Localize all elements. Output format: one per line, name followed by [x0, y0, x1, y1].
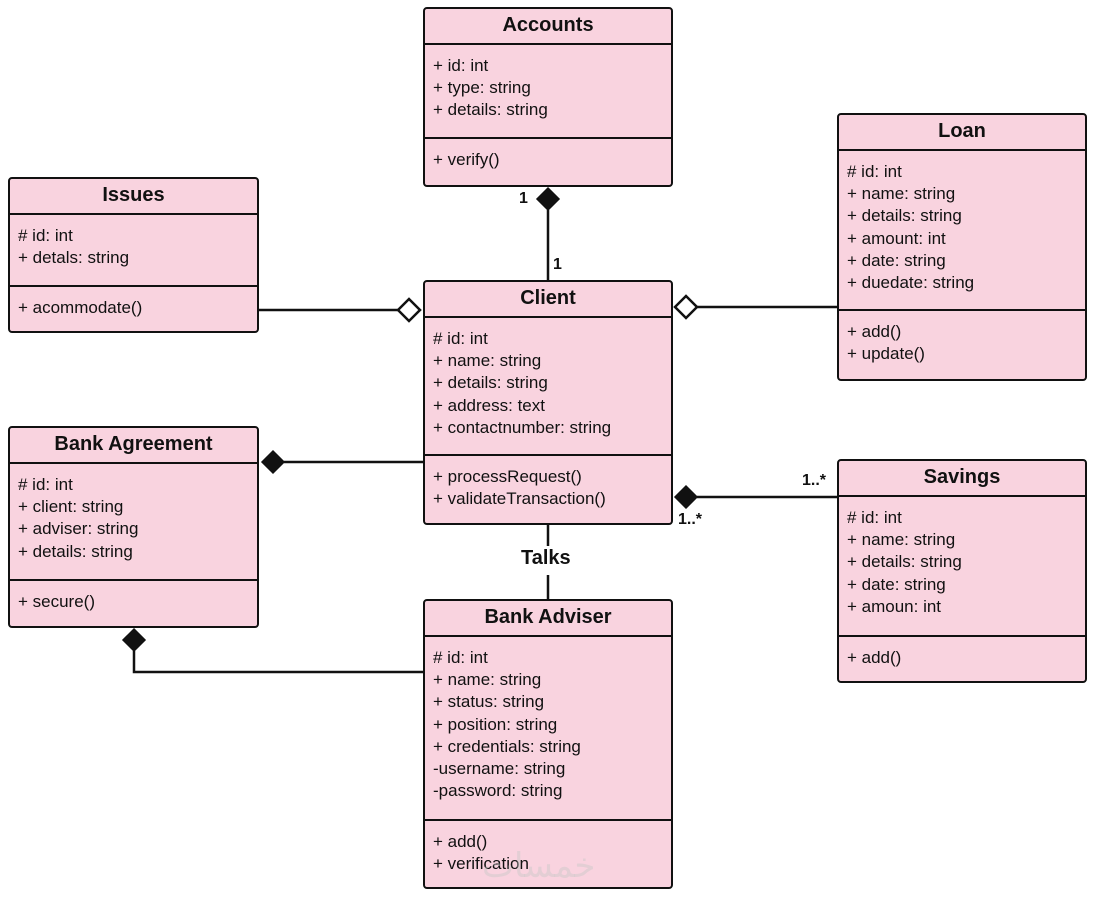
class-name: Issues — [10, 179, 257, 215]
attribute: + type: string — [433, 78, 531, 98]
class-name: Accounts — [425, 9, 671, 45]
attributes: # id: int + name: string + details: stri… — [425, 318, 671, 456]
operation: + add() — [847, 322, 902, 341]
operation: + add() — [847, 648, 902, 667]
adviser-agreement-composition-diamond — [121, 627, 147, 653]
association-label-talks: Talks — [521, 547, 571, 569]
attributes: # id: int + name: string + details: stri… — [839, 497, 1085, 637]
class-name: Savings — [839, 461, 1085, 497]
operations: + secure() — [10, 581, 257, 619]
attribute: + date: string — [847, 574, 946, 594]
class-name: Bank Agreement — [10, 428, 257, 464]
agreement-composition-diamond — [260, 449, 286, 475]
attribute: # id: int — [18, 226, 73, 245]
attribute: + date: string — [847, 250, 946, 270]
attributes: # id: int + client: string + adviser: st… — [10, 464, 257, 581]
accounts-composition-diamond — [535, 186, 561, 212]
attribute: + name: string — [847, 184, 956, 204]
class-bank-agreement: Bank Agreement # id: int + client: strin… — [8, 426, 259, 628]
attribute: # id: int — [18, 475, 73, 494]
operations: + acommodate() — [10, 287, 257, 325]
class-issues: Issues # id: int + detals: string + acom… — [8, 177, 259, 333]
attribute: + details: string — [847, 206, 962, 226]
watermark-logo: خمسات — [482, 846, 596, 886]
attribute: + details: string — [433, 373, 548, 393]
class-name: Client — [425, 282, 671, 318]
operations: + processRequest() + validateTransaction… — [425, 456, 671, 516]
multiplicity-accounts: 1 — [519, 190, 528, 207]
attribute: + client: string — [18, 497, 124, 517]
attribute: + details: string — [847, 552, 962, 572]
adviser-agreement-link — [132, 651, 423, 674]
attribute: + adviser: string — [18, 519, 139, 539]
attributes: # id: int + detals: string — [10, 215, 257, 287]
attribute: + details: string — [433, 100, 548, 120]
attribute: + duedate: string — [847, 273, 975, 293]
multiplicity-client-savings: 1..* — [678, 511, 703, 528]
attributes: # id: int + name: string + status: strin… — [425, 637, 671, 821]
attribute: + credentials: string — [433, 736, 581, 756]
class-loan: Loan # id: int + name: string + details:… — [837, 113, 1087, 381]
attribute: + position: string — [433, 714, 558, 734]
multiplicity-savings: 1..* — [802, 472, 827, 489]
attribute: + address: text — [433, 395, 545, 415]
class-client: Client # id: int + name: string + detail… — [423, 280, 673, 525]
operation: + add() — [433, 832, 488, 851]
operation: + update() — [847, 344, 925, 364]
attribute: # id: int — [433, 329, 488, 348]
operation: + acommodate() — [18, 298, 143, 317]
class-name: Loan — [839, 115, 1085, 151]
attribute: + amoun: int — [847, 596, 942, 616]
class-name: Bank Adviser — [425, 601, 671, 637]
attribute: + name: string — [433, 670, 542, 690]
attribute: # id: int — [847, 508, 902, 527]
attribute: + amount: int — [847, 228, 946, 248]
class-bank-adviser: Bank Adviser # id: int + name: string + … — [423, 599, 673, 889]
multiplicity-client-top: 1 — [553, 256, 562, 273]
operation: + processRequest() — [433, 467, 582, 486]
client-savings-composition-diamond — [673, 484, 699, 510]
attribute: + detals: string — [18, 248, 130, 268]
attributes: + id: int + type: string + details: stri… — [425, 45, 671, 139]
attribute: + id: int — [433, 56, 489, 75]
operation: + validateTransaction() — [433, 489, 606, 509]
class-accounts: Accounts + id: int + type: string + deta… — [423, 7, 673, 187]
attribute: + name: string — [847, 530, 956, 550]
operations: + add() — [839, 637, 1085, 675]
attribute: -username: string — [433, 759, 566, 779]
loan-aggregation-diamond — [673, 294, 699, 320]
attribute: # id: int — [847, 162, 902, 181]
attribute: + details: string — [18, 541, 133, 561]
operation: + secure() — [18, 592, 95, 611]
attributes: # id: int + name: string + details: stri… — [839, 151, 1085, 311]
issues-aggregation-diamond — [396, 297, 422, 323]
operations: + verify() — [425, 139, 671, 177]
operation: + verification — [433, 854, 529, 874]
attribute: # id: int — [433, 648, 488, 667]
class-savings: Savings # id: int + name: string + detai… — [837, 459, 1087, 683]
attribute: + status: string — [433, 692, 545, 712]
attribute: + name: string — [433, 351, 542, 371]
operations: + add() + verification — [425, 821, 671, 881]
attribute: -password: string — [433, 781, 563, 801]
attribute: + contactnumber: string — [433, 417, 612, 437]
operation: + verify() — [433, 150, 500, 169]
operations: + add() + update() — [839, 311, 1085, 371]
